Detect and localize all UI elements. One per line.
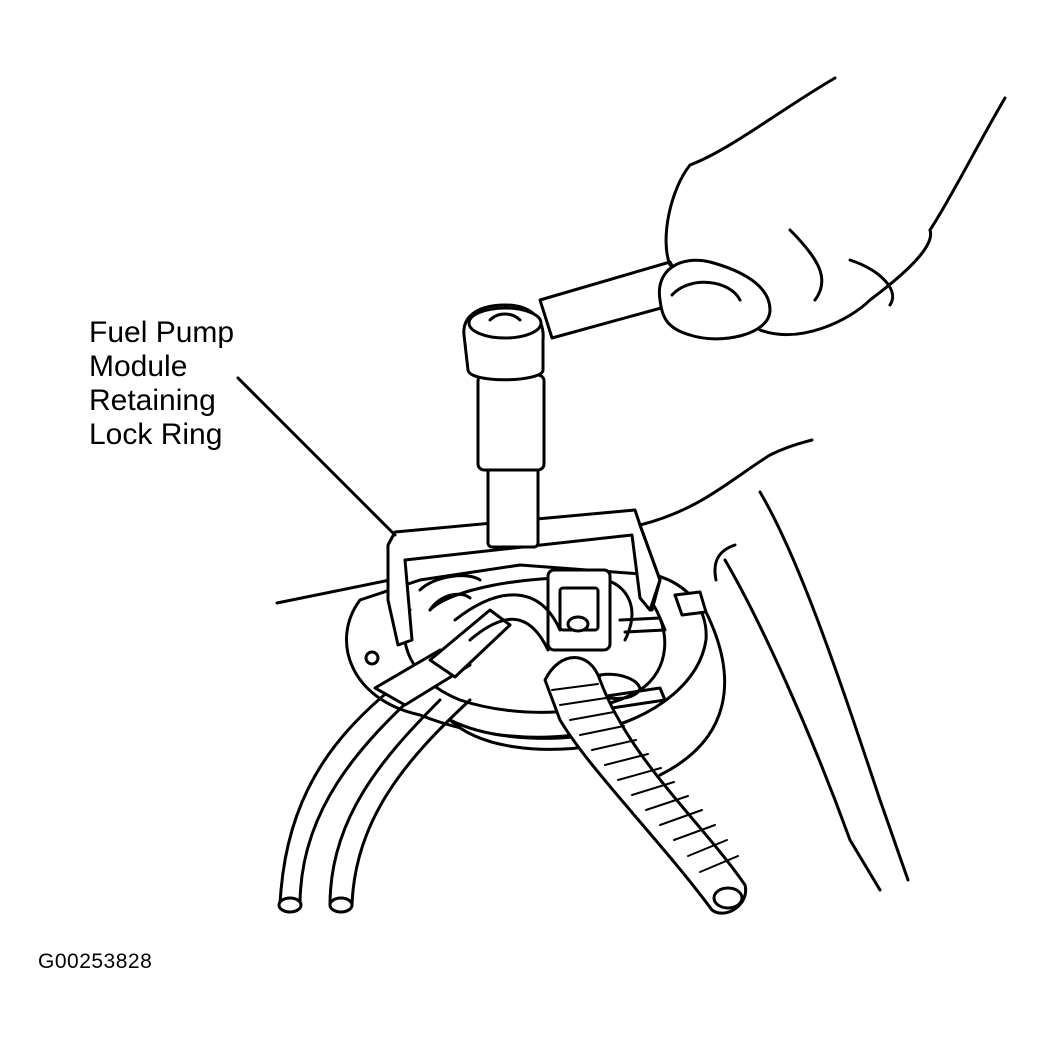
wrench-icon [462,260,692,549]
callout-label: Fuel Pump Module Retaining Lock Ring [89,316,234,452]
pump-module-top [428,568,667,652]
callout-leader-line [236,376,397,537]
callout-line-1: Fuel Pump [89,316,235,349]
fuel-tank-outline [275,438,910,892]
hand-icon [657,76,1007,341]
callout-line-2: Module [89,350,188,383]
fuel-hose-icon [277,593,562,914]
module-base-plate [345,563,708,751]
figure-id: G00253828 [38,950,153,973]
lock-ring-tool-icon [386,508,708,647]
wiring-harness-icon [543,656,748,915]
callout-line-3: Retaining [89,384,216,417]
callout-line-4: Lock Ring [89,418,223,451]
